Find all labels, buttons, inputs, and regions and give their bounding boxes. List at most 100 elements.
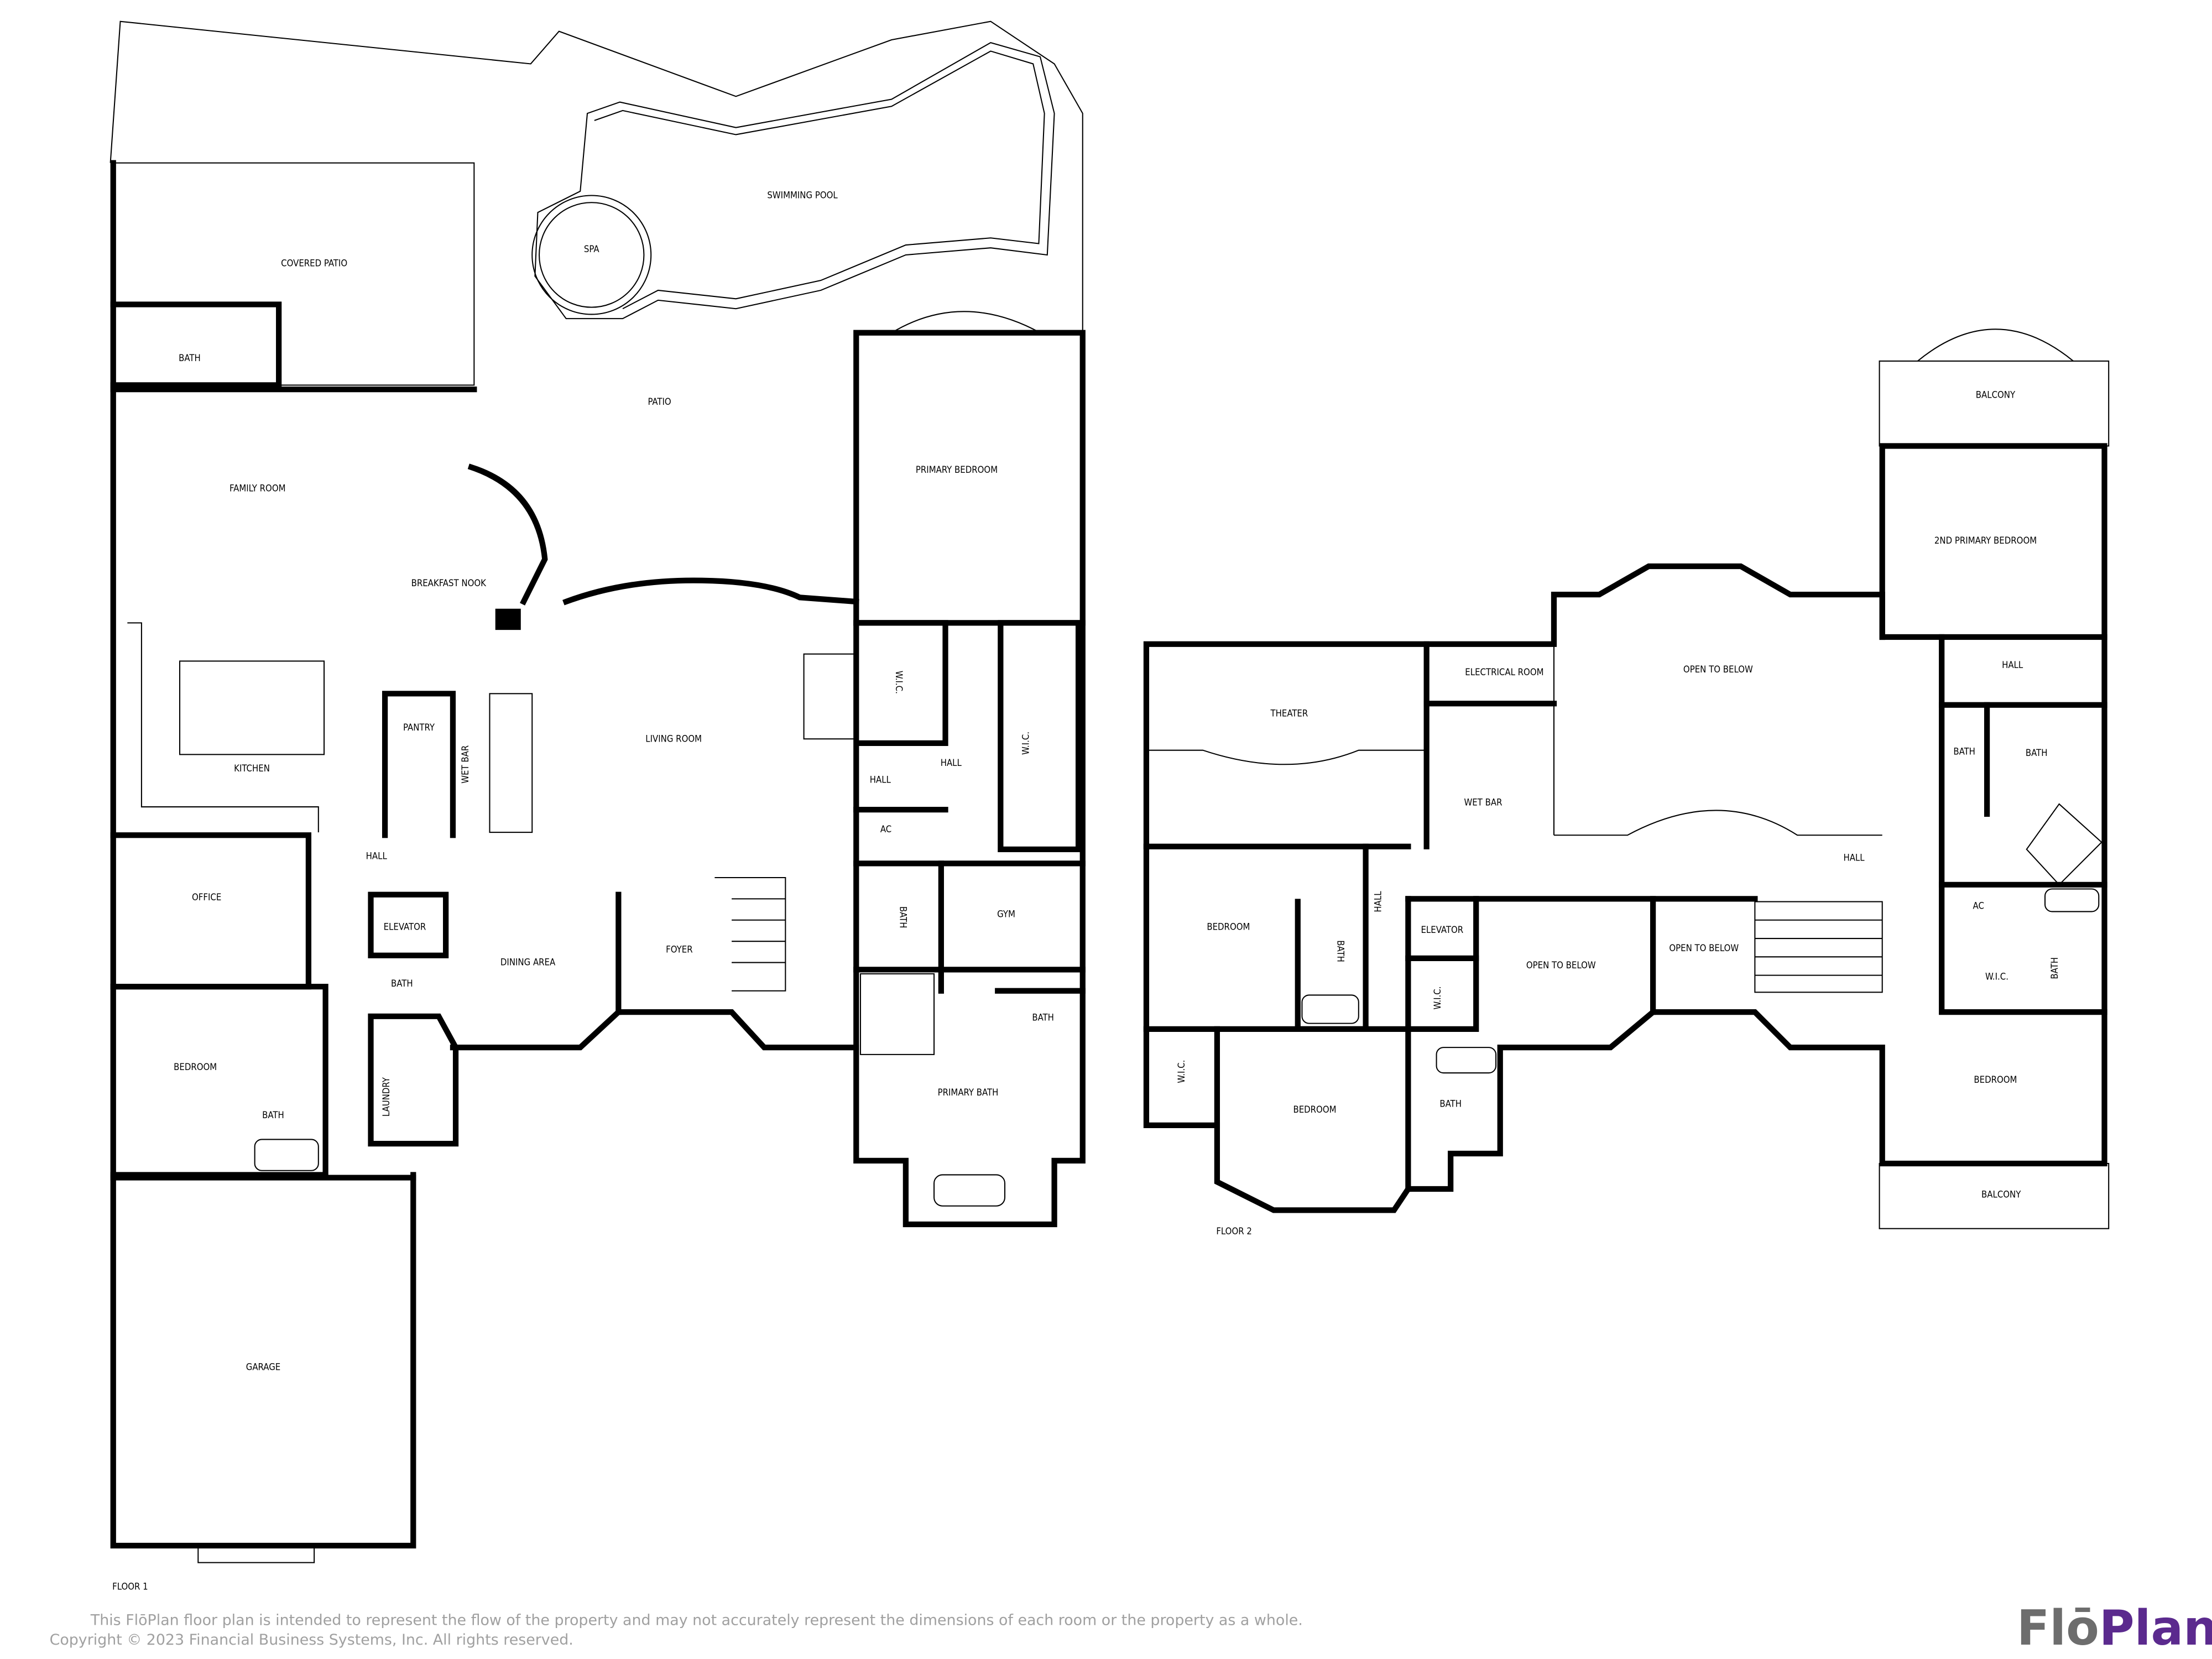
fireplace xyxy=(803,653,855,740)
bathtub xyxy=(254,1139,319,1171)
front-wall xyxy=(450,1009,859,1051)
floplan-logo: FlōPlan xyxy=(2017,1600,2212,1656)
staircase xyxy=(714,877,786,992)
bathtub xyxy=(2026,803,2103,886)
room-label: PANTRY xyxy=(403,722,435,733)
elevator-walls xyxy=(368,891,449,958)
room-label: W.I.C. xyxy=(1021,732,1031,755)
room-label: PATIO xyxy=(648,397,671,407)
room-label: KITCHEN xyxy=(234,763,270,774)
logo-plan: Plan xyxy=(2099,1600,2212,1656)
elevator-walls xyxy=(1405,896,1479,1032)
room-label: COVERED PATIO xyxy=(281,258,347,268)
laundry-walls xyxy=(368,1013,459,1147)
balcony-bottom xyxy=(1879,1162,2110,1229)
wall xyxy=(110,301,282,388)
shower xyxy=(859,973,935,1055)
room-label: PRIMARY BATH xyxy=(938,1087,999,1098)
floor-2-plan xyxy=(1143,328,2110,1229)
room-label: FOYER xyxy=(666,945,692,955)
room-label: LAUNDRY xyxy=(381,1077,392,1117)
covered-patio xyxy=(112,162,475,386)
balcony-top xyxy=(1879,360,2110,447)
room-label: WET BAR xyxy=(460,745,471,784)
room-label: BREAKFAST NOOK xyxy=(411,578,487,588)
floor-2-labels: BALCONY 2ND PRIMARY BEDROOM HALL ELECTRI… xyxy=(1176,389,2060,1236)
bathtub xyxy=(933,1174,1006,1207)
logo-flo: Flō xyxy=(2017,1600,2099,1656)
wet-bar-counter xyxy=(489,693,533,833)
bathtub xyxy=(1436,1047,1497,1074)
room-label: AC xyxy=(880,824,891,834)
room-label: BATH xyxy=(1439,1099,1462,1109)
room-label: BATH xyxy=(1953,746,1975,757)
wall xyxy=(467,463,548,606)
wall xyxy=(1295,899,1411,1192)
room-label: BATH xyxy=(1335,940,1345,962)
room-label: BEDROOM xyxy=(1207,922,1250,932)
open-to-below-rail xyxy=(1553,594,1882,836)
floor-1-label: FLOOR 1 xyxy=(112,1581,148,1592)
room-label: OPEN TO BELOW xyxy=(1526,960,1596,971)
room-label: WET BAR xyxy=(1464,797,1503,807)
room-label: AC xyxy=(1973,900,1984,911)
room-label: BATH xyxy=(391,978,413,989)
room-label: HALL xyxy=(1373,891,1384,912)
room-label: SWIMMING POOL xyxy=(767,190,838,201)
floor-1-labels: COVERED PATIO SWIMMING POOL SPA PATIO PR… xyxy=(112,190,1054,1592)
room-label: BEDROOM xyxy=(174,1062,217,1072)
room-label: W.I.C. xyxy=(894,671,904,694)
room-label: THEATER xyxy=(1270,708,1308,718)
spa xyxy=(531,195,652,315)
column xyxy=(495,608,521,630)
spa-inner xyxy=(539,202,645,308)
kitchen-island xyxy=(179,660,325,755)
floor-1-plan xyxy=(109,20,1086,1563)
room-label: BATH xyxy=(1032,1012,1054,1022)
swimming-pool xyxy=(534,41,1055,320)
balcony-arch xyxy=(1917,328,2074,362)
room-label: OFFICE xyxy=(192,892,221,902)
room-label: BEDROOM xyxy=(1293,1104,1336,1115)
bay-window xyxy=(891,311,1041,333)
room-label: BATH xyxy=(2026,748,2048,758)
room-label: LIVING ROOM xyxy=(645,733,702,744)
staircase xyxy=(1754,901,1883,993)
primary-bedroom-walls xyxy=(853,330,1086,626)
room-label: ELEVATOR xyxy=(384,922,426,932)
wall xyxy=(853,620,1086,1228)
room-label: FAMILY ROOM xyxy=(229,483,285,493)
room-label: GARAGE xyxy=(246,1362,281,1373)
room-label: GYM xyxy=(997,909,1015,920)
room-label: HALL xyxy=(941,758,962,768)
floor-2-label: FLOOR 2 xyxy=(1216,1226,1252,1237)
room-label: BALCONY xyxy=(1981,1189,2021,1199)
primary-bedroom-2-walls xyxy=(1879,443,2107,640)
bathtub xyxy=(1301,994,1359,1024)
room-label: BATH xyxy=(2049,957,2060,979)
room-label: BEDROOM xyxy=(1974,1074,2017,1085)
disclaimer-text: This FlōPlan floor plan is intended to r… xyxy=(90,1611,1303,1629)
room-label: ELEVATOR xyxy=(1421,925,1463,935)
yard-boundary xyxy=(109,20,1083,333)
room-label: HALL xyxy=(2002,660,2023,670)
room-label: PRIMARY BEDROOM xyxy=(916,465,998,475)
wall xyxy=(857,620,948,747)
room-label: W.I.C. xyxy=(1432,987,1443,1010)
outer-wall xyxy=(1143,563,2107,1213)
office-walls xyxy=(110,832,312,990)
room-label: BATH xyxy=(179,353,201,363)
theater-tiers xyxy=(1149,749,1427,765)
copyright-text: Copyright © 2023 Financial Business Syst… xyxy=(50,1631,573,1648)
room-label: HALL xyxy=(870,775,891,785)
wall xyxy=(562,577,859,606)
room-label: DINING AREA xyxy=(500,957,556,968)
room-label: W.I.C. xyxy=(1985,971,2008,982)
room-label: HALL xyxy=(366,851,388,862)
room-label: W.I.C. xyxy=(1176,1060,1187,1083)
garage-window xyxy=(197,1545,315,1563)
pantry-walls xyxy=(382,691,456,838)
kitchen-counter xyxy=(127,622,319,833)
room-label: OPEN TO BELOW xyxy=(1669,943,1739,953)
